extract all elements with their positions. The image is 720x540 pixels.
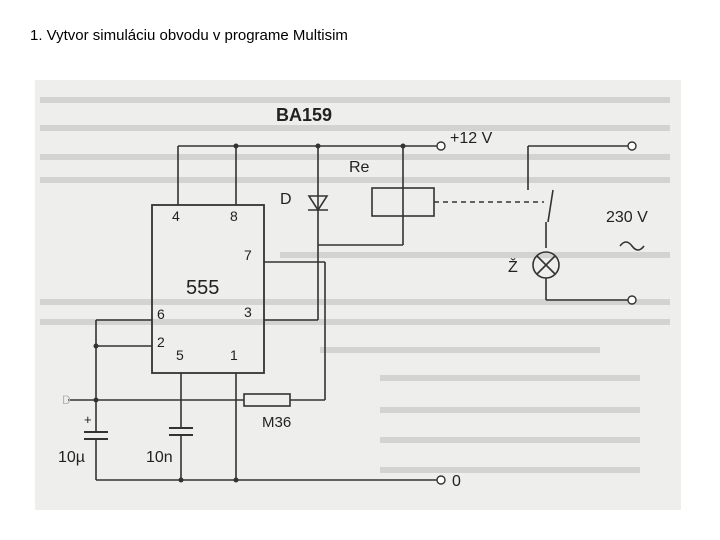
relay-switch-contact: [547, 189, 554, 223]
resistor-label: M36: [262, 414, 291, 431]
ground-terminal: [436, 475, 446, 485]
pin4-label: 4: [172, 208, 180, 224]
pin6-label: 6: [157, 306, 165, 322]
ac-source-icon: [619, 241, 645, 251]
relay-label: Re: [349, 159, 370, 176]
capacitor-10u-label: 10µ: [58, 449, 85, 466]
capacitor-polarity-label: +: [84, 412, 92, 427]
ic-555-body: [151, 204, 265, 374]
pin7-label: 7: [244, 247, 252, 263]
mains-terminal-top: [627, 141, 637, 151]
supply-voltage-label: +12 V: [450, 130, 493, 147]
resistor-m36: [243, 393, 291, 407]
lamp-symbol: [532, 251, 560, 279]
diode-part-label: BA159: [276, 105, 332, 125]
pin1-label: 1: [230, 347, 238, 363]
background-scan-noise: [40, 97, 670, 473]
page-title: 1. Vytvor simuláciu obvodu v programe Mu…: [30, 27, 348, 44]
ground-label: 0: [452, 473, 461, 490]
lamp-label: Ž: [508, 257, 518, 276]
pin5-label: 5: [176, 347, 184, 363]
diode-symbol: [307, 195, 329, 212]
capacitor-10n-label: 10n: [146, 449, 173, 466]
pin2-label: 2: [157, 334, 165, 350]
pin3-label: 3: [244, 304, 252, 320]
supply-terminal: [436, 141, 446, 151]
diode-label: D: [280, 191, 292, 208]
node-label: D: [62, 393, 71, 407]
mains-terminal-bottom: [627, 295, 637, 305]
ic-type-label: 555: [186, 277, 219, 299]
mains-voltage-label: 230 V: [606, 209, 648, 226]
pin8-label: 8: [230, 208, 238, 224]
lamp-symbol-cross2: [536, 255, 556, 275]
